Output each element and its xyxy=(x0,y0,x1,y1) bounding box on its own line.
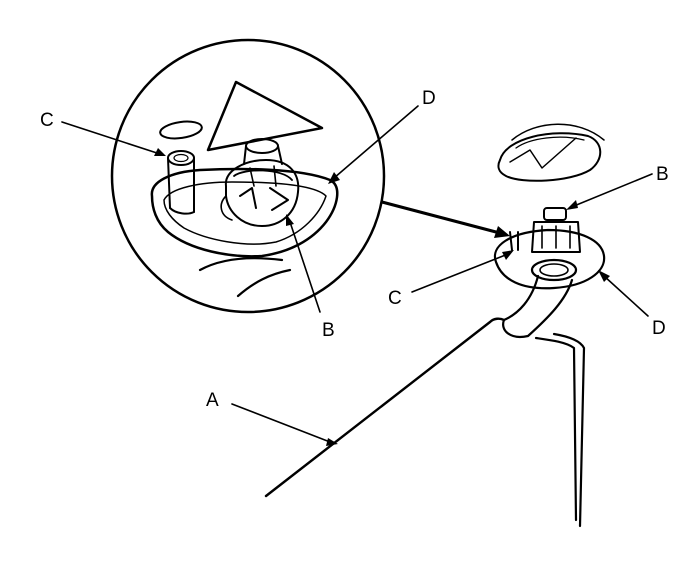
detail-arrow-head xyxy=(494,226,510,238)
label-c-detail: C xyxy=(40,110,54,131)
leader-c-detail xyxy=(61,121,161,155)
label-d-detail: D xyxy=(422,88,436,109)
pipe-right-2 xyxy=(552,332,586,528)
tube-c-assembly xyxy=(509,231,519,251)
label-d-assembly: D xyxy=(652,318,666,339)
label-a: A xyxy=(206,390,219,411)
hose-lower-2 xyxy=(236,268,292,298)
hose-lower-1 xyxy=(198,257,284,272)
assembly xyxy=(264,123,606,528)
tube-c-detail xyxy=(167,150,195,215)
label-c-assembly: C xyxy=(388,288,402,309)
pipe-right xyxy=(534,336,578,522)
hose-outer xyxy=(502,274,574,338)
base-plate xyxy=(150,167,339,258)
detail-inset xyxy=(110,38,386,314)
neck-body xyxy=(493,228,606,290)
cap-shell xyxy=(497,132,602,182)
pipe-a xyxy=(264,317,506,498)
leader-b-detail xyxy=(289,221,321,313)
leader-a xyxy=(231,403,331,443)
detail-circle xyxy=(110,38,386,314)
valve-b-detail xyxy=(220,138,300,227)
leader-d-assembly xyxy=(603,275,649,317)
label-b-assembly: B xyxy=(656,164,669,185)
cap-check xyxy=(509,137,577,169)
cap-arc xyxy=(511,123,605,141)
label-b-detail: B xyxy=(322,320,335,341)
leader-d-detail xyxy=(333,105,419,179)
leader-c-assembly xyxy=(411,253,509,293)
valve-b-assembly xyxy=(531,207,581,253)
labels: C D B B C D A xyxy=(40,88,669,411)
leader-b-assembly xyxy=(573,173,653,207)
leaders xyxy=(61,105,653,446)
hose-collar xyxy=(530,258,578,282)
detail-arrow-line xyxy=(380,200,498,234)
oval-hole xyxy=(159,120,203,140)
base-plate-inner xyxy=(163,181,327,245)
